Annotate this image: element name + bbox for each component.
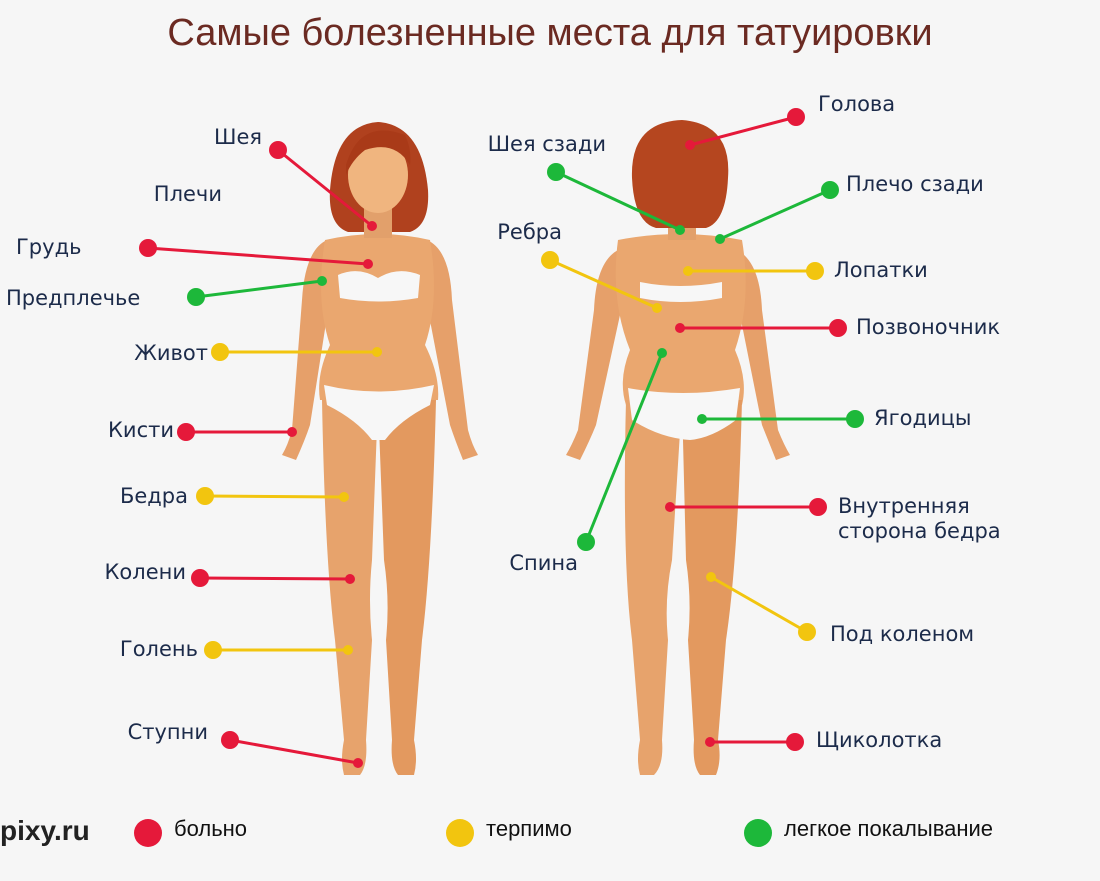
label-back: Спина	[509, 551, 578, 575]
label-ankle: Щиколотка	[816, 728, 943, 752]
label-back-neck: Шея сзади	[487, 132, 606, 156]
label-blades: Лопатки	[834, 258, 928, 282]
label-inner-thigh: Внутренняя сторона бедра	[838, 494, 1001, 544]
label-neck: Шея	[213, 125, 262, 149]
label-buttocks: Ягодицы	[874, 406, 972, 430]
label-back-shoulder: Плечо сзади	[846, 172, 984, 196]
brand-logo: pixy.ru	[0, 815, 90, 846]
label-belly: Живот	[134, 341, 208, 365]
legend-tolerable-dot	[446, 819, 474, 847]
label-shin: Голень	[119, 637, 198, 661]
label-forearm: Предплечье	[6, 286, 141, 310]
back-figure	[566, 120, 790, 775]
label-behind-knee: Под коленом	[830, 622, 975, 646]
label-feet: Ступни	[127, 720, 208, 744]
page-title: Самые болезненные места для татуировки	[167, 12, 933, 54]
label-hips: Бедра	[119, 484, 188, 508]
legend-tingling-label: легкое покалывание	[784, 816, 994, 841]
label-knees: Колени	[104, 560, 186, 584]
label-hands: Кисти	[108, 418, 174, 442]
connector-lines	[147, 115, 855, 765]
front-figure	[282, 122, 478, 775]
label-chest: Грудь	[16, 235, 82, 259]
label-shoulders: Плечи	[153, 182, 222, 206]
legend-tingling-dot	[744, 819, 772, 847]
legend-painful-dot	[134, 819, 162, 847]
legend-painful-label: больно	[174, 816, 248, 841]
label-ribs: Ребра	[497, 220, 562, 244]
label-spine: Позвоночник	[856, 315, 1001, 339]
point-markers	[139, 108, 864, 768]
legend-tolerable-label: терпимо	[486, 816, 572, 841]
label-head: Голова	[818, 92, 896, 116]
